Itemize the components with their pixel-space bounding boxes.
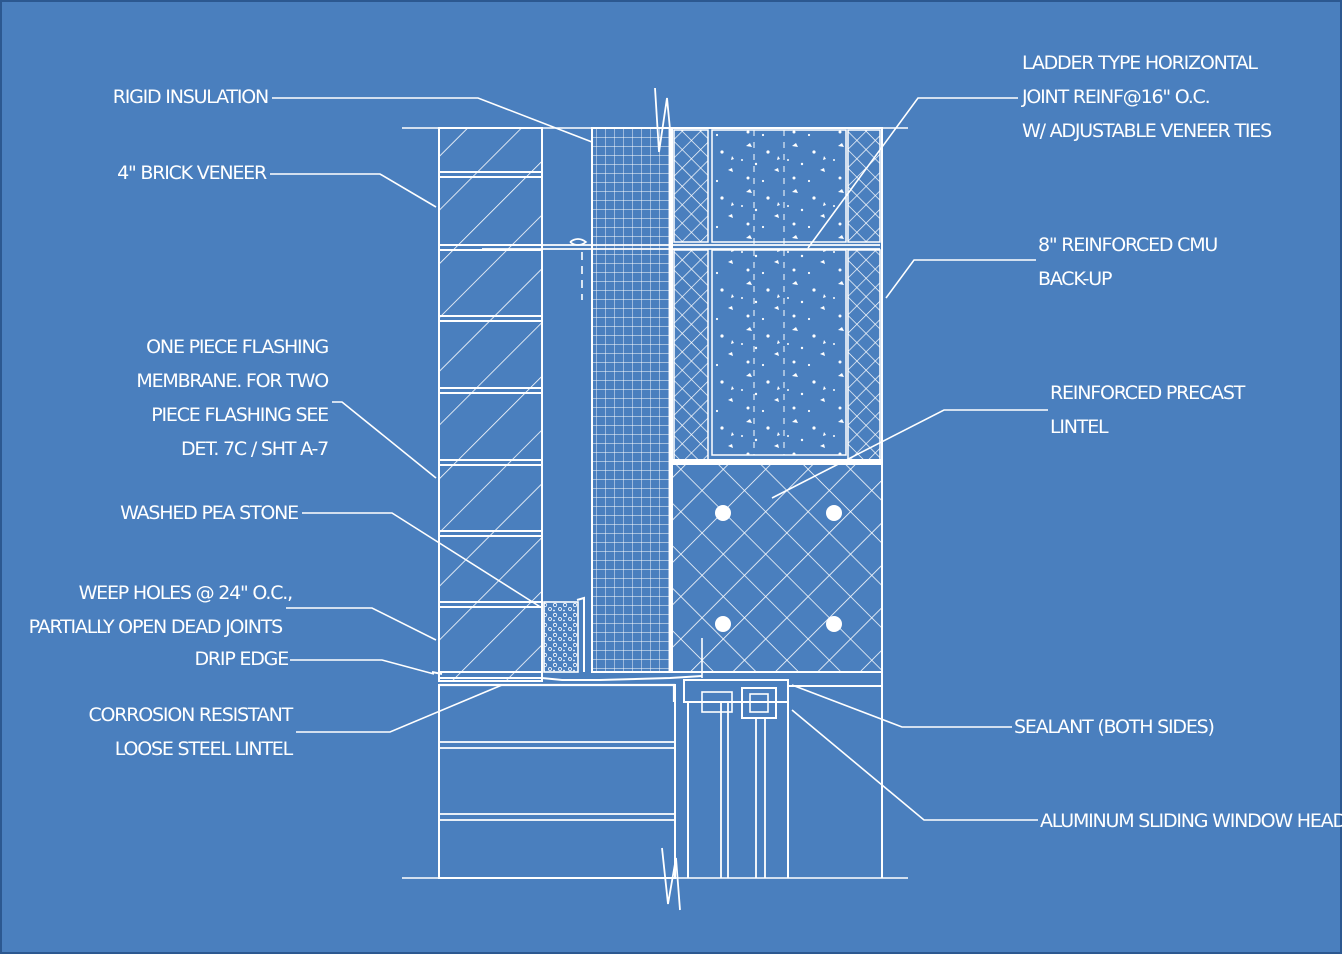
label-precast-lintel: REINFORCED PRECAST LINTEL [1050,382,1245,438]
label-sealant: SEALANT (BOTH SIDES) [1014,716,1215,738]
washed-pea-stone [543,601,579,673]
precast-lintel [671,463,883,673]
label-rigid-insulation: RIGID INSULATION [112,86,270,108]
brick-veneer [438,127,543,682]
joint-reinforcement [482,238,880,300]
break-symbol-bottom [661,847,681,911]
label-window-head: ALUMINUM SLIDING WINDOW HEAD [1040,810,1342,832]
lower-wall [438,672,883,879]
leader-lines [270,97,1048,821]
label-washed-pea-stone: WASHED PEA STONE [120,502,299,524]
label-cmu-backup: 8" REINFORCED CMU BACK-UP [1038,234,1218,290]
rigid-insulation [591,127,671,673]
label-weep-holes: WEEP HOLES @ 24" O.C., PARTIALLY OPEN DE… [28,582,294,638]
flashing-membrane [439,675,703,681]
steel-lintel [439,683,676,702]
drip-edge [431,671,443,675]
cmu-backup [671,127,883,463]
label-brick-veneer: 4" BRICK VENEER [117,162,267,184]
label-steel-lintel: CORROSION RESISTANT LOOSE STEEL LINTEL [88,704,293,760]
label-flashing-membrane: ONE PIECE FLASHING MEMBRANE. FOR TWO PIE… [136,336,329,460]
window-head [683,679,882,878]
break-symbol-top [654,87,673,153]
label-drip-edge: DRIP EDGE [194,648,290,670]
label-joint-reinforcement: LADDER TYPE HORIZONTAL JOINT REINF@16" O… [1022,52,1272,142]
